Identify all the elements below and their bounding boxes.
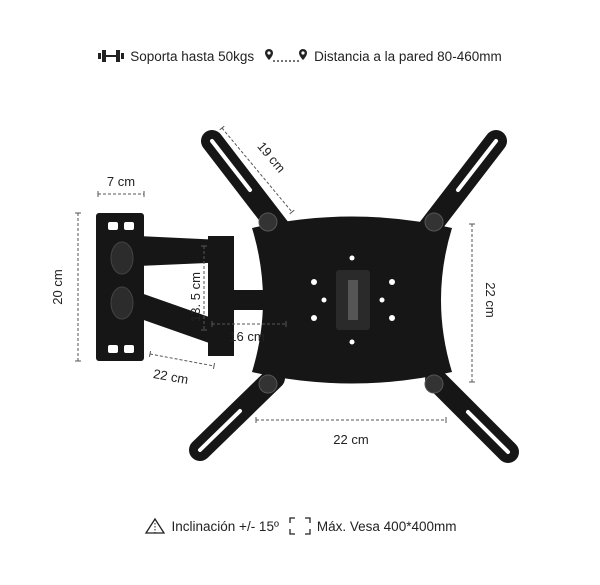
wall-plate-height-label: 20 cm (50, 269, 65, 304)
tilt-spec-text: Inclinación +/- 15º (171, 518, 279, 534)
bracket-arm-length-label: 19 cm (254, 139, 288, 176)
weight-spec-text: Soporta hasta 50kgs (130, 48, 255, 64)
tilt-spec: Inclinación +/- 15º (144, 517, 279, 535)
weight-spec: Soporta hasta 50kgs (98, 49, 254, 64)
plate-height-label: 22 cm (483, 282, 498, 317)
top-specs-row: Soporta hasta 50kgs Distancia a la pared… (0, 48, 600, 64)
distance-spec: Distancia a la pared 80-460mm (264, 48, 502, 64)
vesa-spec-text: Máx. Vesa 400*400mm (316, 518, 457, 534)
dumbbell-icon (98, 49, 125, 63)
bottom-specs-row: Inclinación +/- 15º Máx. Vesa 400*400mm (0, 517, 600, 535)
distance-spec-text: Distancia a la pared 80-460mm (314, 48, 502, 64)
arm-width-label: 7 cm (107, 174, 135, 189)
arm-length-label: 22 cm (152, 366, 189, 387)
tilt-angle-icon (144, 517, 166, 535)
arm-depth-label: 16 cm (229, 329, 264, 344)
arm-height-label: 13. 5 cm (188, 272, 203, 322)
wall-plate (96, 213, 144, 361)
expand-corners-icon (289, 517, 311, 535)
route-pin-icon (264, 48, 308, 64)
vesa-spec: Máx. Vesa 400*400mm (289, 517, 457, 535)
dimension-lines (75, 125, 475, 423)
plate-width-label: 22 cm (333, 432, 368, 447)
